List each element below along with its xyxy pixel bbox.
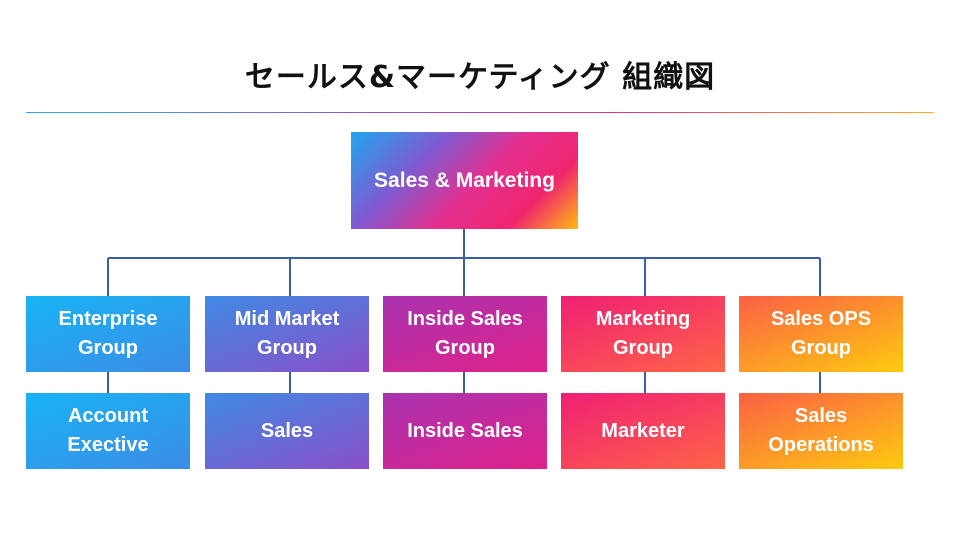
org-node-marketer: Marketer <box>561 393 725 469</box>
org-node-sales: Sales <box>205 393 369 469</box>
org-node-inside-sales: Inside Sales <box>383 393 547 469</box>
org-node-mid-market-group: Mid Market Group <box>205 296 369 372</box>
org-node-account-exective: Account Exective <box>26 393 190 469</box>
org-node-root: Sales & Marketing <box>351 132 578 229</box>
title-divider <box>26 112 934 113</box>
org-node-inside-sales-group: Inside Sales Group <box>383 296 547 372</box>
org-node-marketing-group: Marketing Group <box>561 296 725 372</box>
org-node-sales-ops-group: Sales OPS Group <box>739 296 903 372</box>
org-node-enterprise-group: Enterprise Group <box>26 296 190 372</box>
page-title: セールス&マーケティング 組織図 <box>244 60 716 95</box>
org-node-sales-operations: Sales Operations <box>739 393 903 469</box>
